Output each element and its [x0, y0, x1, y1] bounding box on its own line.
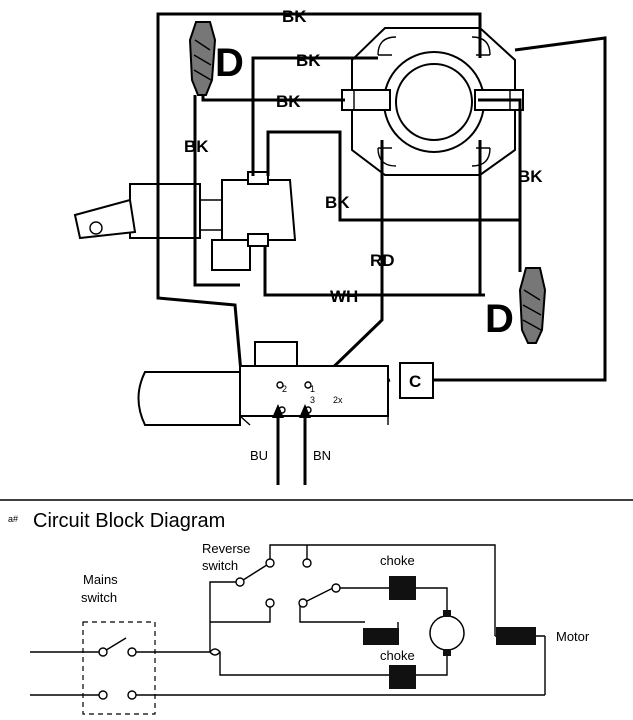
wiring-diagram: D D [73, 7, 607, 485]
choke-top-text: choke [380, 553, 415, 568]
choke-bottom-text: choke [380, 648, 415, 663]
svg-text:3: 3 [310, 395, 315, 405]
section-marker: a# [8, 514, 18, 524]
mains-switch-label-1: Mains [83, 572, 118, 587]
input-label-bn: BN [313, 448, 331, 463]
wire-label-bk-left: BK [184, 137, 209, 156]
wire-label-bk-mid2: BK [276, 92, 301, 111]
reverse-switch-label-2: switch [202, 558, 238, 573]
switch-body: 2 1 3 2x [137, 341, 389, 426]
choke-top-block [389, 576, 416, 600]
circuit-lines [30, 544, 546, 700]
wire-label-bk-top: BK [282, 7, 307, 26]
reverse-switch-label-1: Reverse [202, 541, 250, 556]
wire-label-bk-right: BK [518, 167, 543, 186]
wire-label-bk-mid1: BK [296, 51, 321, 70]
choke-bottom-label: D [485, 297, 514, 341]
motor-symbol [429, 610, 465, 656]
motor-stator [341, 27, 524, 176]
input-label-bu: BU [250, 448, 268, 463]
field-winding-block [363, 628, 399, 645]
mains-switch-box [82, 621, 156, 715]
choke-bottom-block [389, 665, 416, 689]
svg-text:2: 2 [282, 384, 287, 394]
motor-winding-block [496, 627, 536, 645]
wire-label-rd: RD [370, 251, 395, 270]
wire-label-bk-center: BK [325, 193, 350, 212]
capacitor [399, 362, 434, 399]
choke-top-label: D [215, 41, 244, 85]
block-diagram-title: Circuit Block Diagram [33, 510, 225, 532]
motor-housing-left [73, 171, 297, 271]
wire-label-wh: WH [330, 287, 358, 306]
motor-label: Motor [556, 629, 590, 644]
mains-switch-label-2: switch [81, 590, 117, 605]
choke-bottom-right [518, 267, 547, 344]
circuit-block-diagram: a# Circuit Block Diagram Reverse switch … [8, 510, 590, 715]
svg-text:2x: 2x [333, 395, 343, 405]
svg-text:1: 1 [310, 384, 315, 394]
capacitor-label: C [409, 372, 421, 391]
choke-top-left [188, 21, 217, 96]
